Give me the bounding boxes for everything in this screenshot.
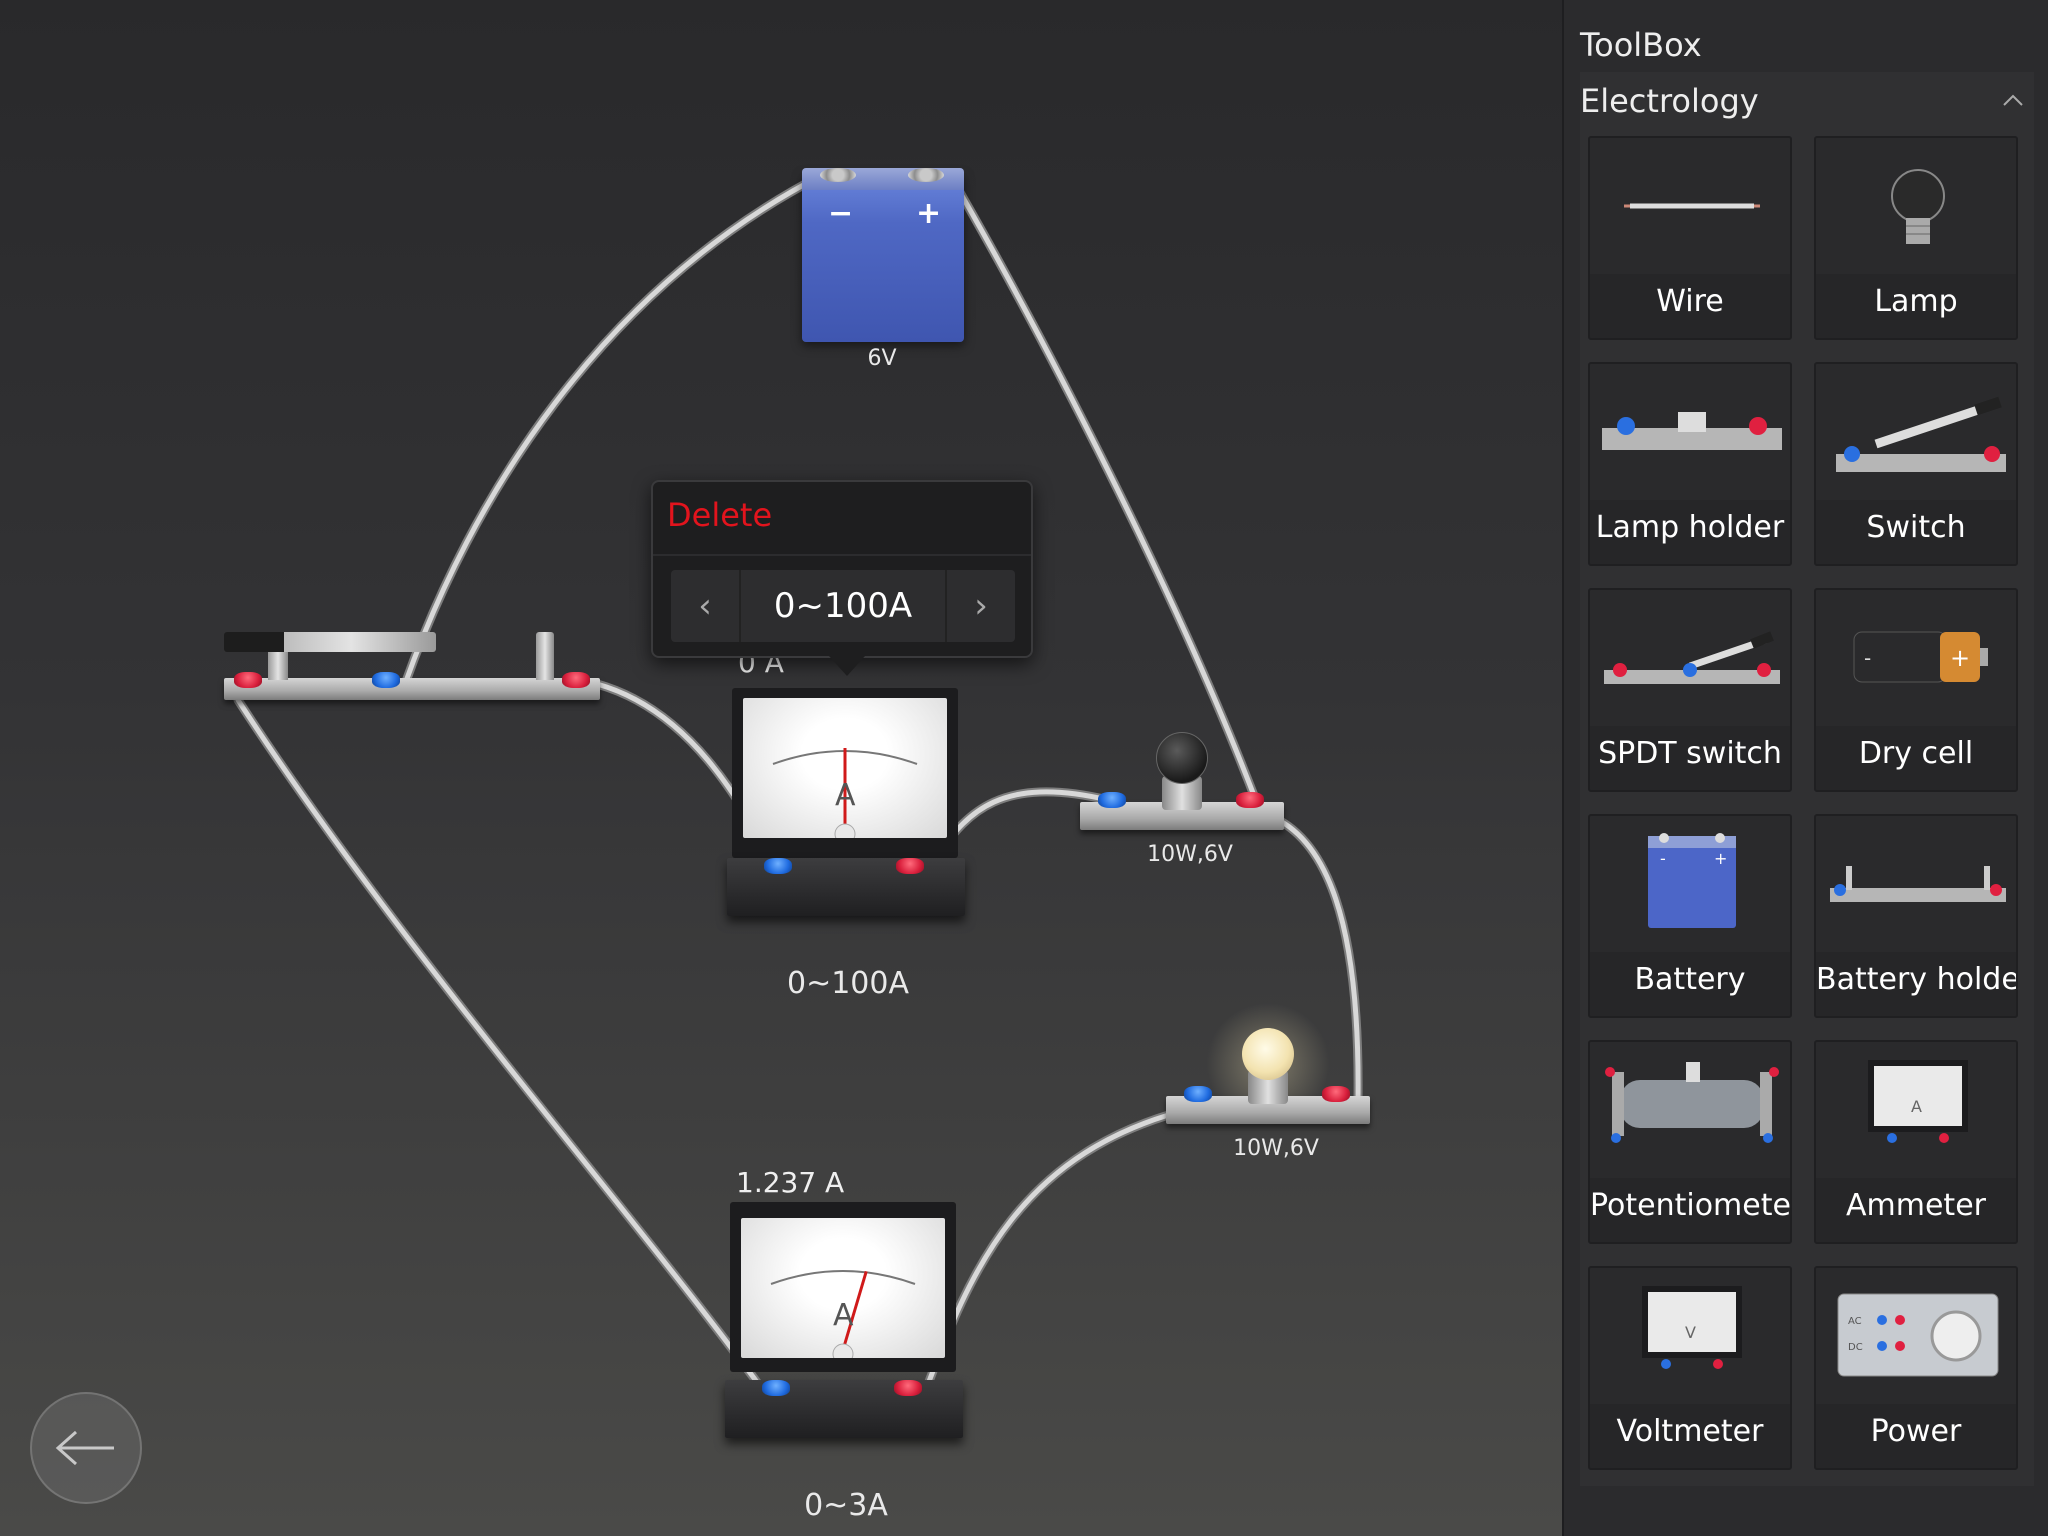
ammeter-top-positive-terminal[interactable] bbox=[896, 858, 924, 874]
component-popup: Delete ‹ 0~100A › bbox=[651, 480, 1033, 676]
lamp-bottom-terminal-left[interactable] bbox=[1184, 1086, 1212, 1102]
lamp-bottom-label: 10W,6V bbox=[1233, 1136, 1319, 1161]
svg-text:-: - bbox=[1864, 646, 1871, 670]
tool-battery-holder[interactable]: Battery holde bbox=[1814, 814, 2018, 1018]
ammeter-bottom-positive-terminal[interactable] bbox=[894, 1380, 922, 1396]
ammeter-bottom-range-label: 0~3A bbox=[804, 1488, 888, 1523]
lamp-top-terminal-right[interactable] bbox=[1236, 792, 1264, 808]
svg-text:-: - bbox=[1660, 849, 1666, 868]
ammeter-letter: A bbox=[1911, 1097, 1922, 1116]
wires-layer bbox=[233, 170, 1363, 1405]
tool-grid: Wire Lamp Lamp holder Switch SPDT switch bbox=[1580, 136, 2034, 1486]
tool-ammeter[interactable]: A Ammeter bbox=[1814, 1040, 2018, 1244]
minus-sign: − bbox=[828, 196, 854, 231]
ammeter-top-dial: A bbox=[743, 698, 947, 845]
range-value: 0~100A bbox=[739, 570, 947, 642]
tool-dry-cell[interactable]: -+ Dry cell bbox=[1814, 588, 2018, 792]
switch-terminal-middle[interactable] bbox=[372, 672, 400, 688]
tool-label: Lamp bbox=[1874, 284, 1958, 319]
tool-lamp[interactable]: Lamp bbox=[1814, 136, 2018, 340]
arrow-left-icon bbox=[55, 1430, 114, 1466]
chevron-up-icon[interactable] bbox=[2002, 90, 2024, 112]
tool-label: Dry cell bbox=[1858, 736, 1974, 771]
range-stepper: ‹ 0~100A › bbox=[671, 570, 1015, 642]
switch-clip bbox=[536, 632, 554, 680]
tool-switch[interactable]: Switch bbox=[1814, 362, 2018, 566]
wire-icon bbox=[1590, 138, 1790, 274]
toolbox-title: ToolBox bbox=[1580, 26, 1702, 64]
switch-base bbox=[224, 678, 600, 700]
battery-body bbox=[802, 172, 964, 342]
popup-pointer bbox=[829, 656, 865, 676]
tool-potentiometer[interactable]: Potentiomete bbox=[1588, 1040, 1792, 1244]
toolbox-panel: ToolBox Electrology Wire Lamp Lamp holde… bbox=[1562, 0, 2048, 1536]
switch-icon bbox=[1816, 364, 2016, 500]
lamp-holder-icon bbox=[1590, 364, 1790, 500]
power-dc-label: DC bbox=[1848, 1342, 1863, 1353]
lamp-top-terminal-left[interactable] bbox=[1098, 792, 1126, 808]
range-next-button[interactable]: › bbox=[974, 586, 988, 626]
voltmeter-letter: V bbox=[1685, 1323, 1696, 1342]
tool-label: Voltmeter bbox=[1616, 1414, 1764, 1449]
battery-voltage-label: 6V bbox=[867, 346, 897, 371]
wire bbox=[919, 1103, 1199, 1400]
ammeter-top-letter: A bbox=[835, 778, 856, 813]
range-prev-button[interactable]: ‹ bbox=[698, 586, 712, 626]
lamp-top-label: 10W,6V bbox=[1147, 842, 1233, 867]
ammeter-bottom-reading: 1.237 A bbox=[736, 1166, 845, 1199]
battery-holder-icon bbox=[1816, 816, 2016, 952]
battery-icon: -+ bbox=[1590, 816, 1790, 952]
ammeter-top-base bbox=[727, 858, 965, 916]
svg-text:+: + bbox=[1714, 849, 1727, 868]
back-button[interactable] bbox=[30, 1392, 142, 1504]
ammeter-top-negative-terminal[interactable] bbox=[764, 858, 792, 874]
tool-label: Battery bbox=[1634, 962, 1746, 997]
switch-terminal-right[interactable] bbox=[562, 672, 590, 688]
circuit-canvas[interactable]: − + 6V 0 A A 0~100A 1.237 A bbox=[0, 0, 1562, 1536]
battery-negative-terminal[interactable] bbox=[820, 168, 856, 182]
tool-wire[interactable]: Wire bbox=[1588, 136, 1792, 340]
tool-label: Battery holde bbox=[1816, 962, 2016, 997]
lamp-bottom-bulb bbox=[1242, 1028, 1294, 1080]
potentiometer-icon bbox=[1590, 1042, 1790, 1178]
lamp-top-bulb bbox=[1156, 732, 1208, 784]
tool-label: SPDT switch bbox=[1598, 736, 1782, 771]
dry-cell-icon: -+ bbox=[1816, 590, 2016, 726]
ammeter-bottom-base bbox=[725, 1380, 963, 1438]
delete-button[interactable]: Delete bbox=[667, 496, 773, 534]
power-supply-icon: AC DC bbox=[1816, 1268, 2016, 1404]
tool-lamp-holder[interactable]: Lamp holder bbox=[1588, 362, 1792, 566]
ammeter-bottom-dial: A bbox=[741, 1218, 945, 1365]
tool-power[interactable]: AC DC Power bbox=[1814, 1266, 2018, 1470]
tool-battery[interactable]: -+ Battery bbox=[1588, 814, 1792, 1018]
tool-voltmeter[interactable]: V Voltmeter bbox=[1588, 1266, 1792, 1470]
ammeter-bottom-needle bbox=[841, 1270, 868, 1351]
lamp-icon bbox=[1816, 138, 2016, 274]
tool-label: Potentiomete bbox=[1590, 1188, 1790, 1223]
category-header[interactable]: Electrology bbox=[1580, 72, 2034, 136]
tool-label: Power bbox=[1870, 1414, 1962, 1449]
ammeter-bottom-letter: A bbox=[833, 1298, 854, 1333]
tool-label: Switch bbox=[1866, 510, 1966, 545]
power-ac-label: AC bbox=[1848, 1316, 1862, 1327]
ammeter-bottom-negative-terminal[interactable] bbox=[762, 1380, 790, 1396]
battery-positive-terminal[interactable] bbox=[908, 168, 944, 182]
category-name: Electrology bbox=[1580, 82, 1759, 120]
svg-text:+: + bbox=[1950, 644, 1970, 672]
plus-sign: + bbox=[916, 196, 942, 231]
ammeter-top-range-label: 0~100A bbox=[786, 966, 909, 1001]
switch-terminal-left[interactable] bbox=[234, 672, 262, 688]
switch-lever[interactable] bbox=[224, 632, 436, 652]
tool-label: Lamp holder bbox=[1595, 510, 1785, 545]
lamp-bottom-terminal-right[interactable] bbox=[1322, 1086, 1350, 1102]
spdt-switch-icon bbox=[1590, 590, 1790, 726]
tool-label: Wire bbox=[1656, 284, 1724, 319]
voltmeter-icon: V bbox=[1590, 1268, 1790, 1404]
ammeter-icon: A bbox=[1816, 1042, 2016, 1178]
popup-divider bbox=[653, 554, 1031, 556]
tool-label: Ammeter bbox=[1846, 1188, 1986, 1223]
tool-spdt-switch[interactable]: SPDT switch bbox=[1588, 588, 1792, 792]
